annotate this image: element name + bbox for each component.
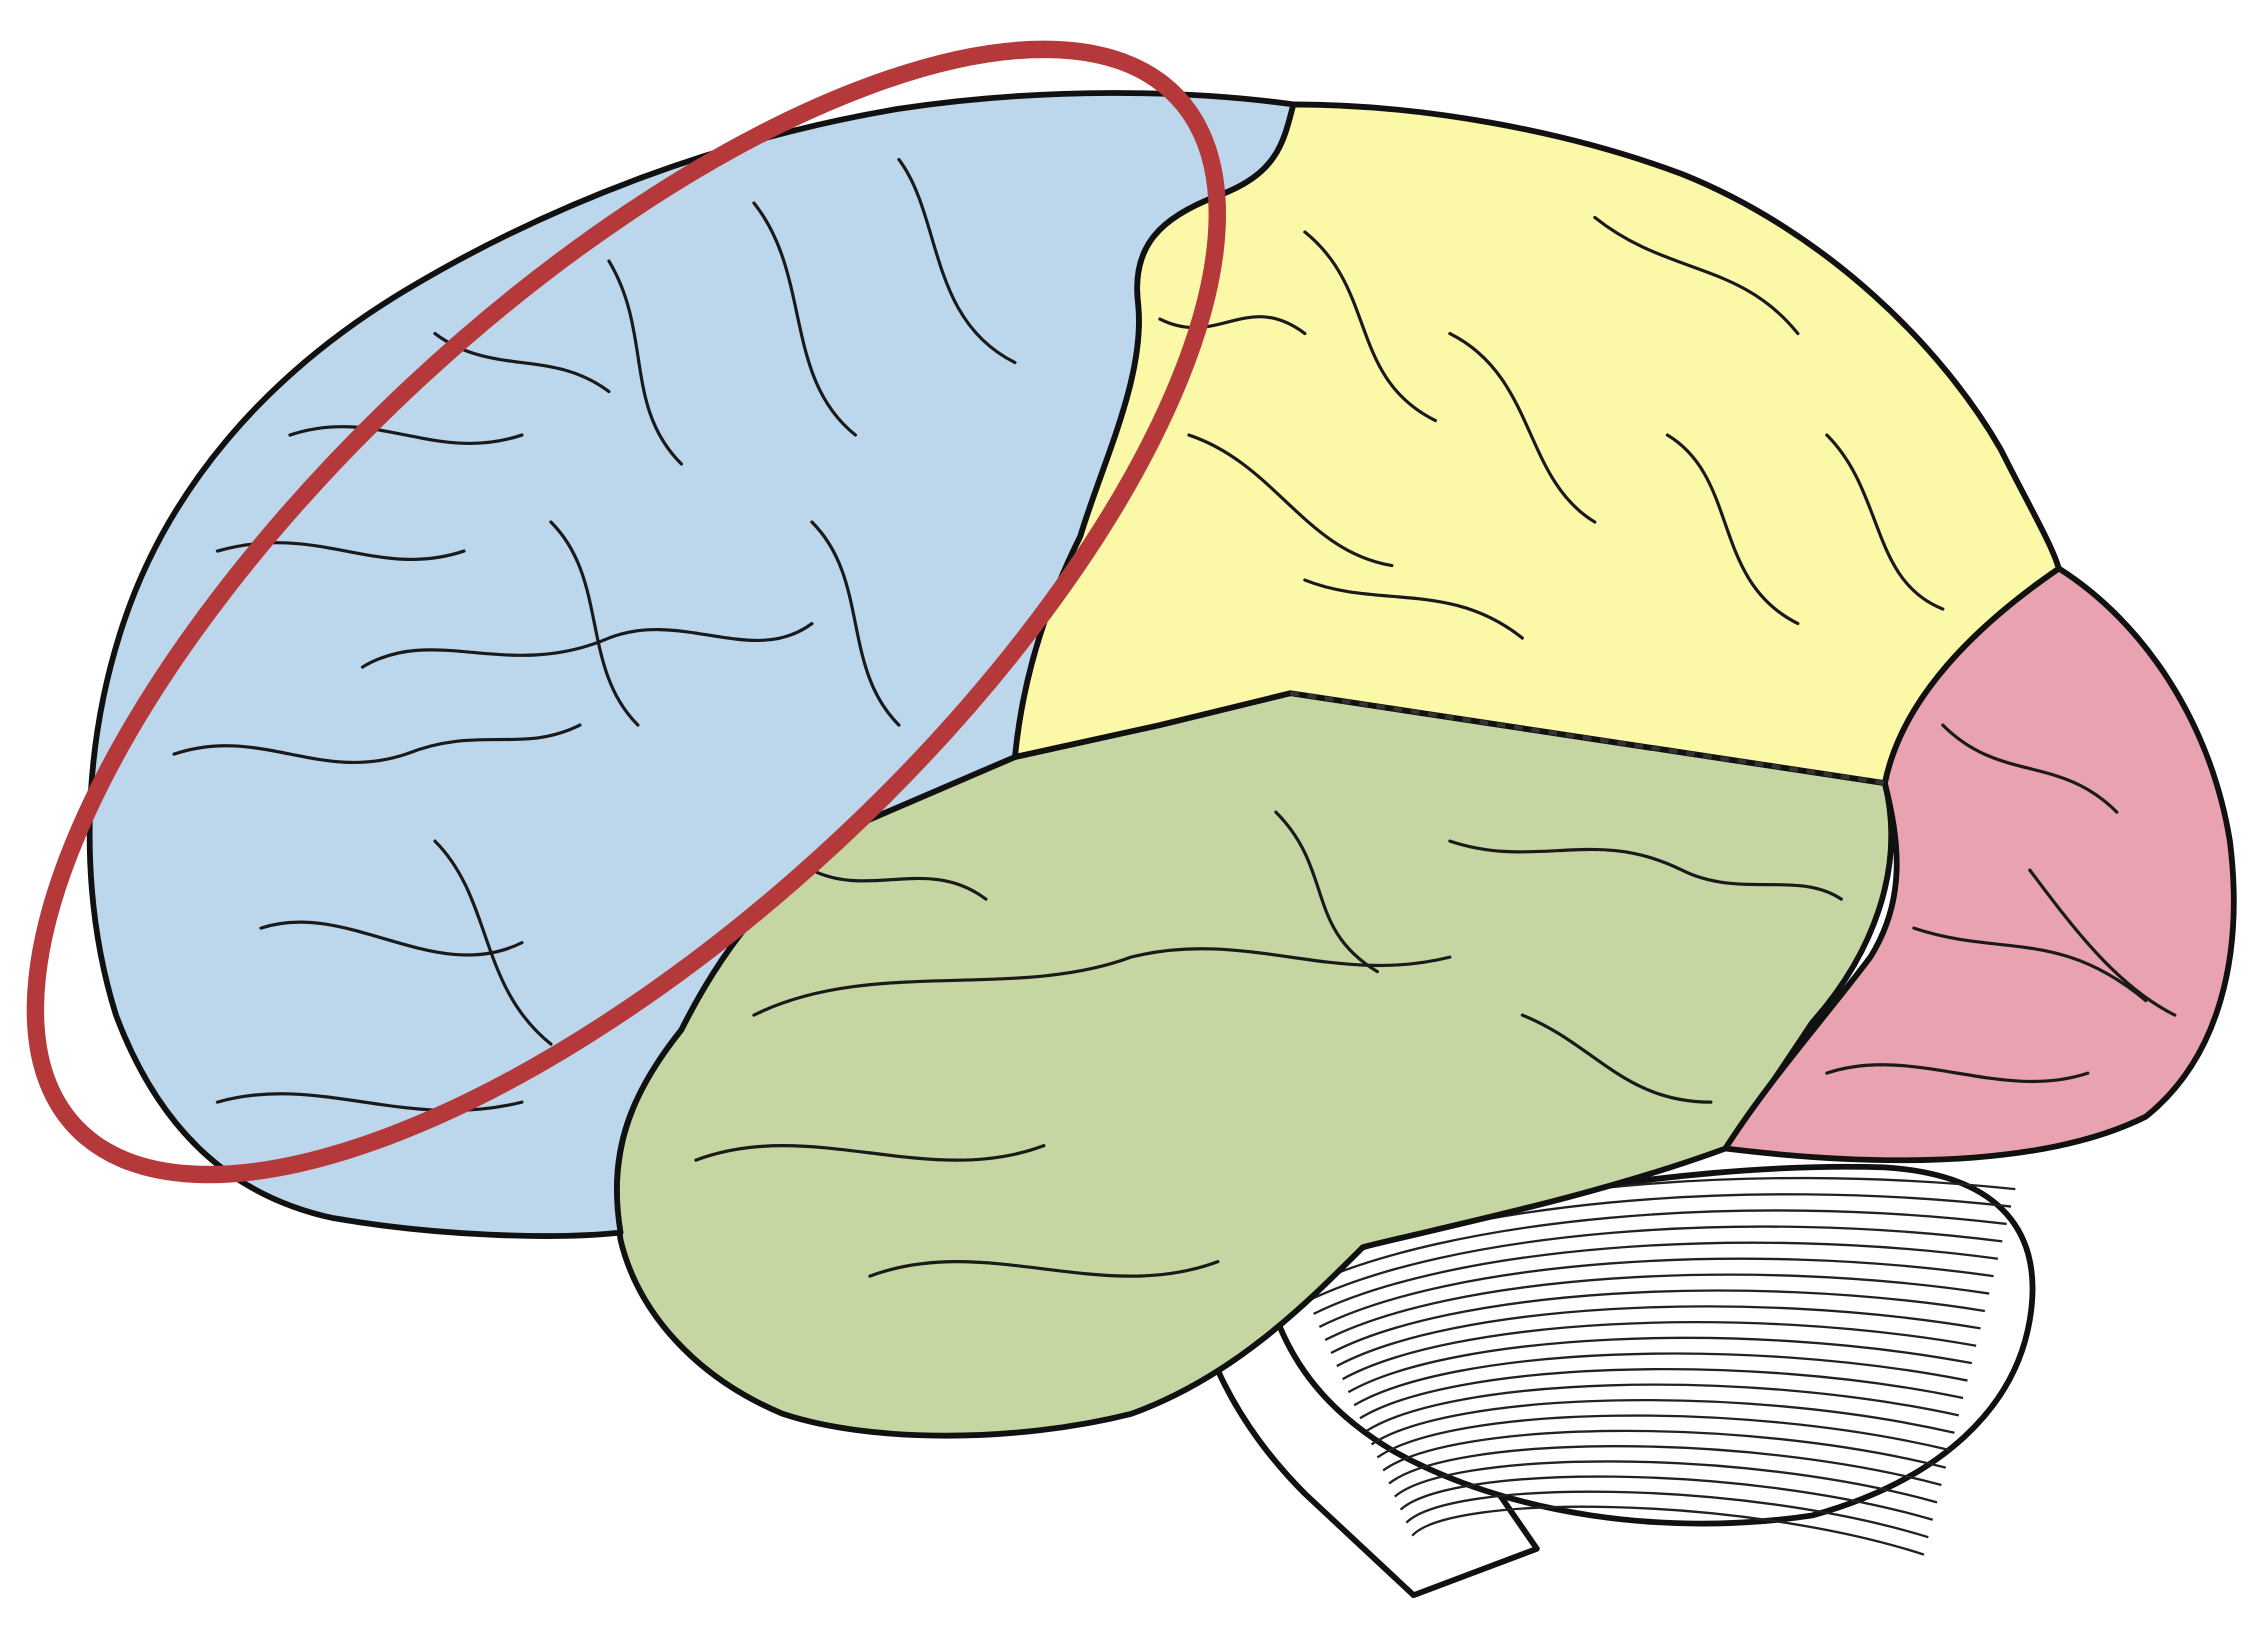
sulcus-line <box>549 520 640 727</box>
cerebellum-fold <box>1347 1336 1973 1394</box>
sulcus-line <box>868 1260 1220 1278</box>
cerebellum-fold <box>1342 1320 1977 1381</box>
sulcus-line <box>1593 215 1800 336</box>
cerebellum-fold <box>1359 1368 1964 1420</box>
sulcus-line <box>1187 433 1394 568</box>
cerebellum-fold <box>1301 1209 2007 1289</box>
sulcus-line <box>1448 331 1597 524</box>
highlight-ellipse <box>26 40 1226 1184</box>
cerebellum-fold <box>1353 1352 1968 1407</box>
parietal-temporal-boundary <box>1290 691 1886 786</box>
cerebellum-fold <box>1313 1241 1999 1315</box>
sulcus-line <box>360 621 814 669</box>
sulcus-line <box>1825 1063 2090 1084</box>
sulcus-line <box>1303 578 1524 640</box>
cerebellum-fold <box>1382 1429 1947 1472</box>
sulcus-line <box>288 425 524 445</box>
sulcus-line <box>752 947 1452 1017</box>
sulcus-line <box>1941 723 2119 814</box>
sulcus-line <box>1825 433 1945 611</box>
cerebellum-fold <box>1394 1460 1938 1504</box>
sulcus-line <box>215 1092 524 1113</box>
sulcus-line <box>1520 1013 1713 1104</box>
sulcus-line <box>1448 839 1843 901</box>
sulcus-line <box>1303 230 1437 423</box>
sulcus-line <box>607 259 684 466</box>
sulcus-line <box>810 520 901 727</box>
sulcus-line <box>1912 926 2148 1003</box>
cerebellum-fold <box>1370 1398 1955 1446</box>
sulcus-line <box>172 723 582 764</box>
cerebellum-fold <box>1388 1445 1942 1487</box>
cerebellum-fold <box>1336 1305 1981 1368</box>
sulcus-line <box>2028 868 2177 1017</box>
sulcus-line <box>1665 433 1800 626</box>
sulcus-line <box>259 920 524 957</box>
cerebellum-fold <box>1307 1225 2003 1302</box>
cerebellum-fold <box>1318 1257 1994 1328</box>
sulcus-line <box>1274 810 1379 974</box>
sulcus-line <box>694 1144 1046 1162</box>
sulcus-line <box>433 839 553 1046</box>
cerebellum-fold <box>1405 1490 1929 1539</box>
sulcus-line <box>752 201 858 437</box>
cerebellum-fold <box>1365 1383 1960 1433</box>
cerebellum-fold <box>1399 1475 1934 1521</box>
sulcus-line <box>897 157 1017 365</box>
cerebellum-fold <box>1324 1273 1990 1341</box>
sulcus-line <box>810 868 988 901</box>
sulcus-line <box>1158 315 1307 336</box>
cerebellum-fold <box>1411 1505 1925 1556</box>
cerebellum-fold <box>1376 1414 1951 1459</box>
frontal-lobe <box>86 90 1297 1239</box>
cerebellum-fold <box>1330 1289 1986 1355</box>
